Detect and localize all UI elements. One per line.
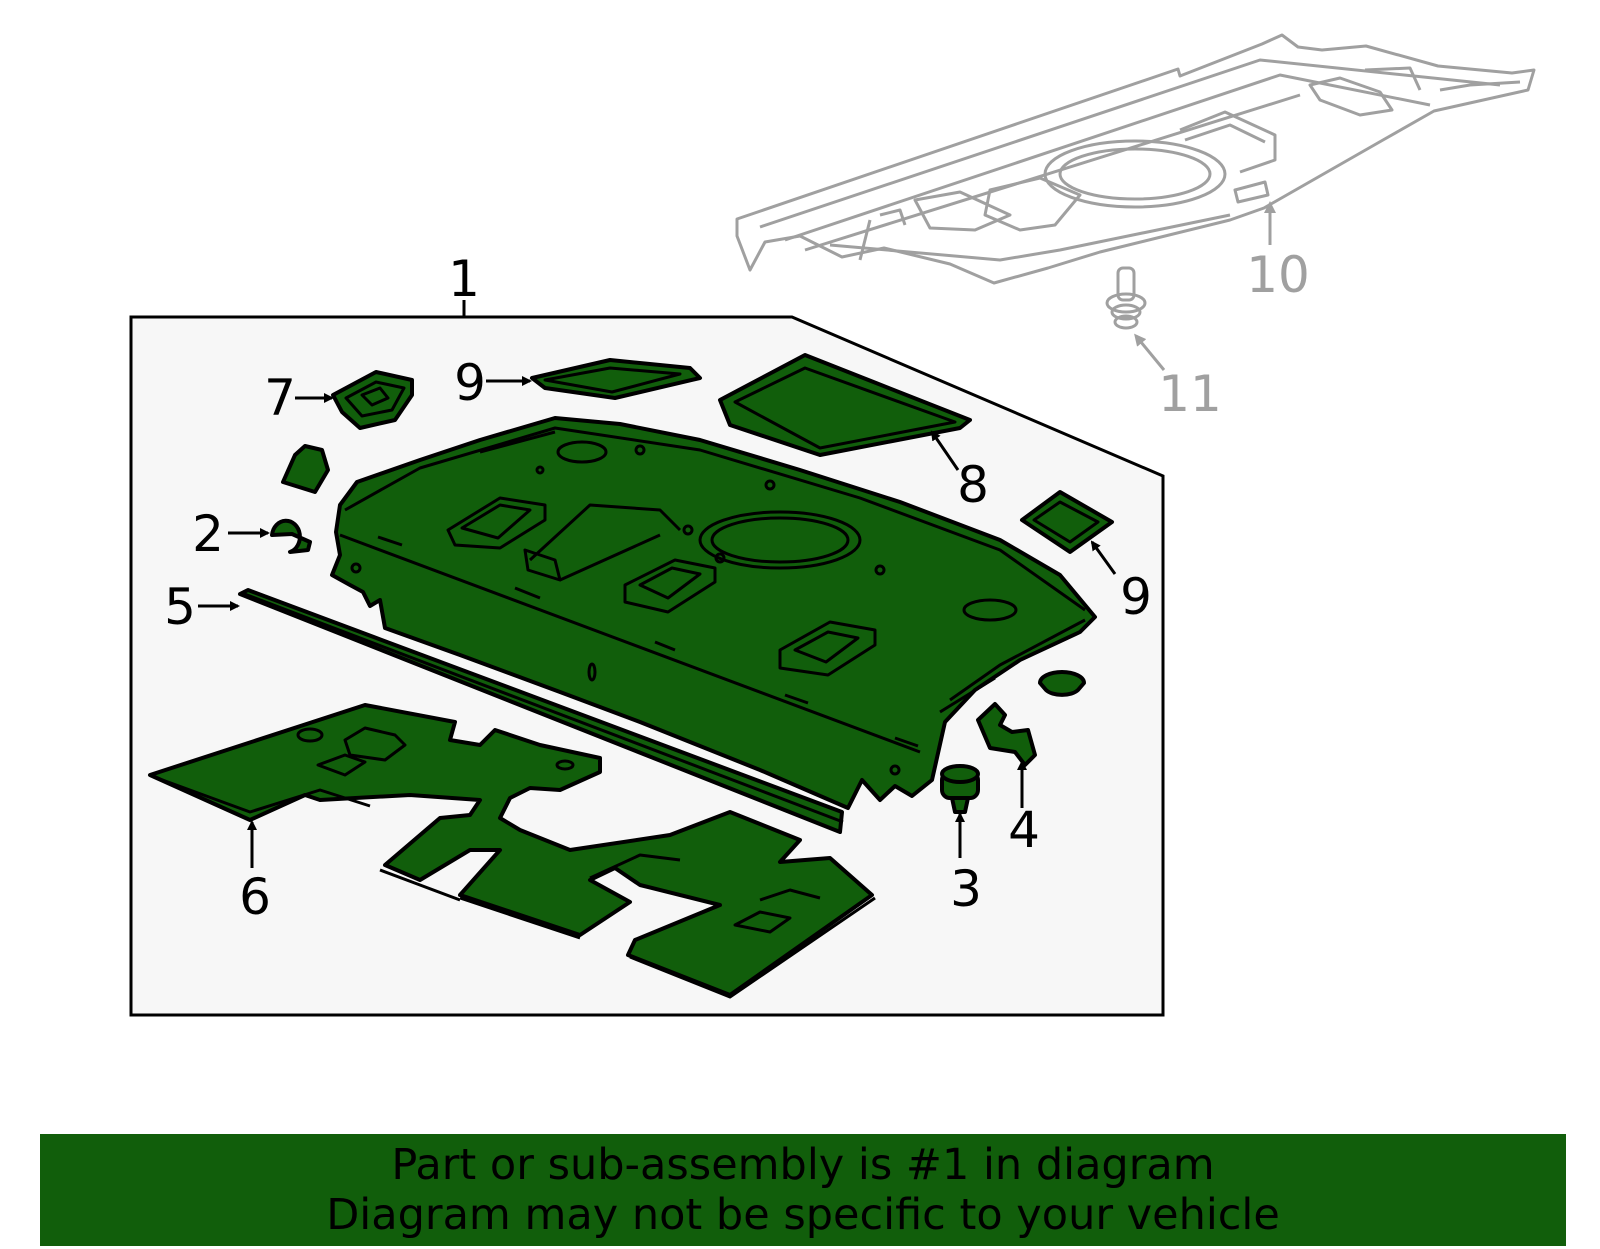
bracket-4[interactable] [976, 702, 1037, 767]
callout-11: 11 [1158, 365, 1222, 423]
body-panel-10 [735, 33, 1536, 285]
callout-7: 7 [264, 369, 296, 427]
grommet[interactable] [940, 764, 980, 814]
callout-1: 1 [448, 250, 480, 308]
callout-9-right: 9 [1120, 568, 1152, 626]
callout-10: 10 [1246, 246, 1310, 304]
callout-8: 8 [957, 456, 989, 514]
callout-9-upper: 9 [454, 354, 486, 412]
callout-4: 4 [1008, 801, 1040, 859]
callout-2: 2 [192, 505, 224, 563]
notice-banner: Part or sub-assembly is #1 in diagram Di… [40, 1134, 1566, 1246]
cap-upper[interactable] [530, 358, 702, 400]
callout-3: 3 [950, 860, 982, 918]
callout-5: 5 [164, 578, 196, 636]
notice-line-1: Part or sub-assembly is #1 in diagram [391, 1140, 1215, 1190]
plug-cap[interactable] [1038, 670, 1086, 697]
shelf-details [156, 366, 1100, 999]
notice-line-2: Diagram may not be specific to your vehi… [326, 1190, 1280, 1240]
callout-6: 6 [239, 868, 271, 926]
fastener-11 [1105, 266, 1147, 330]
clip-piece[interactable] [281, 444, 330, 494]
cap-right[interactable] [1020, 490, 1114, 554]
floor-mat[interactable] [148, 703, 874, 997]
push-pin[interactable] [270, 518, 312, 554]
leader-arrows [198, 376, 1117, 868]
